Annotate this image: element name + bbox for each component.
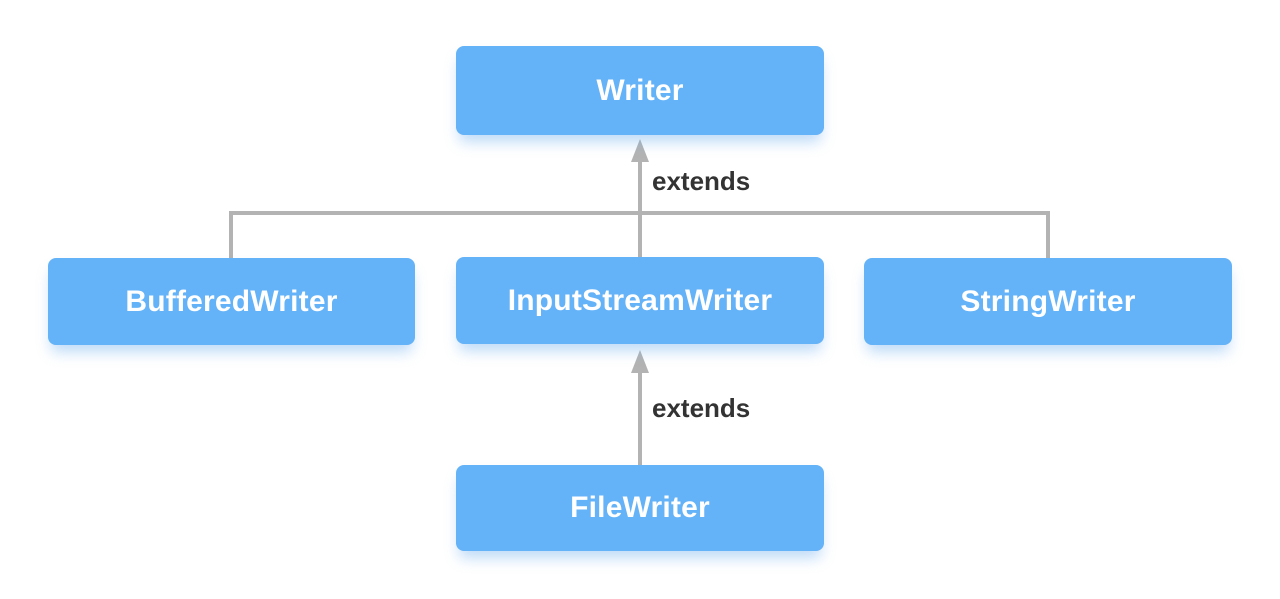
extends-label-bottom: extends	[652, 393, 751, 423]
arrow-up-icon	[631, 139, 649, 162]
arrow-up-icon	[631, 350, 649, 373]
node-buffered-writer: BufferedWriter	[48, 258, 415, 345]
node-writer-label: Writer	[596, 73, 684, 107]
extends-label-top: extends	[652, 166, 751, 196]
node-input-stream-writer: InputStreamWriter	[456, 257, 824, 344]
node-file-writer-label: FileWriter	[570, 491, 710, 524]
node-buffered-writer-label: BufferedWriter	[125, 284, 338, 318]
node-file-writer: FileWriter	[456, 465, 824, 551]
node-writer: Writer	[456, 46, 824, 135]
node-input-stream-writer-label: InputStreamWriter	[507, 283, 773, 317]
node-string-writer: StringWriter	[864, 258, 1232, 345]
node-string-writer-label: StringWriter	[960, 284, 1136, 318]
